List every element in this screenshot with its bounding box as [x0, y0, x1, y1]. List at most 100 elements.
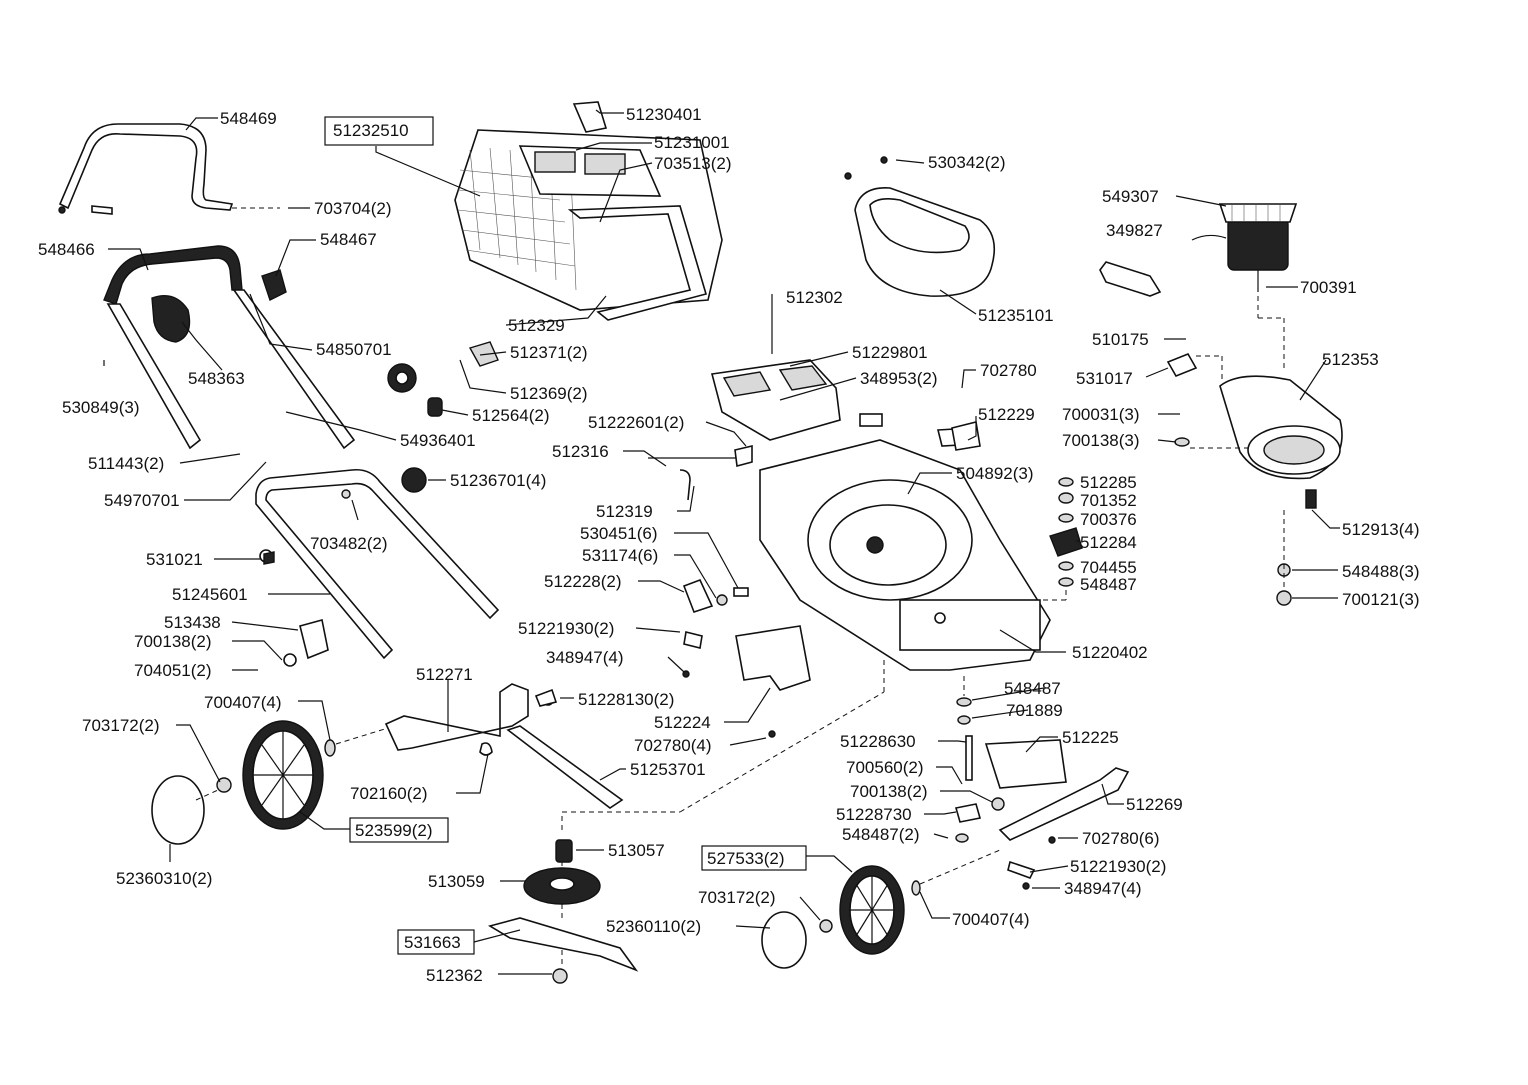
illustration-front-axle: [954, 676, 1130, 890]
illustration-chute: [1166, 296, 1343, 606]
label-52360310: 52360310(2): [116, 869, 212, 888]
label-513059: 513059: [428, 872, 485, 891]
label-349827: 349827: [1106, 221, 1163, 240]
label-703172a: 703172(2): [82, 716, 160, 735]
label-700560: 700560(2): [846, 758, 924, 777]
label-512271: 512271: [416, 665, 473, 684]
label-700031: 700031(3): [1062, 405, 1140, 424]
part-labels: 548469 51232510 51230401 51231001 703513…: [38, 105, 1420, 985]
label-512225: 512225: [1062, 728, 1119, 747]
label-701352: 701352: [1080, 491, 1137, 510]
label-51228630: 51228630: [840, 732, 916, 751]
label-51235101: 51235101: [978, 306, 1054, 325]
label-513438: 513438: [164, 613, 221, 632]
label-51228130: 51228130(2): [578, 690, 674, 709]
box-527533: [701, 845, 807, 871]
label-548363: 548363: [188, 369, 245, 388]
label-548467: 548467: [320, 230, 377, 249]
label-512564: 512564(2): [472, 406, 550, 425]
label-54936401: 54936401: [400, 431, 476, 450]
label-548487a: 548487: [1080, 575, 1137, 594]
label-527533: 527533(2): [707, 849, 785, 868]
illustration-top-handle: [58, 123, 280, 215]
illustration-rear-wheel: [151, 720, 389, 845]
label-51231001: 51231001: [654, 133, 730, 152]
illustration-motor-cover: [844, 156, 996, 297]
label-51222601: 51222601(2): [588, 413, 684, 432]
label-700376: 700376: [1080, 510, 1137, 529]
label-703513: 703513(2): [654, 154, 732, 173]
label-512285: 512285: [1080, 473, 1137, 492]
label-530849: 530849(3): [62, 398, 140, 417]
label-548487c: 548487(2): [842, 825, 920, 844]
label-700407a: 700407(4): [204, 693, 282, 712]
label-548466: 548466: [38, 240, 95, 259]
label-51220402: 51220402: [1072, 643, 1148, 662]
label-531663: 531663: [404, 933, 461, 952]
label-348953: 348953(2): [860, 369, 938, 388]
label-702780b: 702780(4): [634, 736, 712, 755]
label-548487b: 548487: [1004, 679, 1061, 698]
box-523599: [349, 817, 449, 843]
illustration-rear-axle: [384, 683, 624, 809]
label-512329: 512329: [508, 316, 565, 335]
label-512224: 512224: [654, 713, 711, 732]
label-51232510: 51232510: [333, 121, 409, 140]
label-702780a: 702780: [980, 361, 1037, 380]
label-700407b: 700407(4): [952, 910, 1030, 929]
label-531174: 531174(6): [582, 546, 658, 565]
label-702160: 702160(2): [350, 784, 428, 803]
label-530342: 530342(2): [928, 153, 1006, 172]
illustration-switch-box: [648, 359, 883, 501]
box-51232510: [324, 116, 434, 146]
label-512353: 512353: [1322, 350, 1379, 369]
illustration-washers-stack: [940, 437, 1250, 601]
illustration-front-wheel: [761, 849, 1001, 969]
label-703704: 703704(2): [314, 199, 392, 218]
label-54850701: 54850701: [316, 340, 392, 359]
label-51221930b: 51221930(2): [1070, 857, 1166, 876]
label-700138c: 700138(2): [850, 782, 928, 801]
label-512319: 512319: [596, 502, 653, 521]
label-512362: 512362: [426, 966, 483, 985]
label-512913: 512913(4): [1342, 520, 1420, 539]
label-523599: 523599(2): [355, 821, 433, 840]
label-531021: 531021: [146, 550, 203, 569]
label-703482: 703482(2): [310, 534, 388, 553]
label-512269: 512269: [1126, 795, 1183, 814]
label-512228: 512228(2): [544, 572, 622, 591]
label-704051: 704051(2): [134, 661, 212, 680]
label-51253701: 51253701: [630, 760, 706, 779]
label-530451: 530451(6): [580, 524, 658, 543]
label-548488: 548488(3): [1342, 562, 1420, 581]
label-702780c: 702780(6): [1082, 829, 1160, 848]
illustration-motor: [1099, 203, 1298, 297]
label-51228730: 51228730: [836, 805, 912, 824]
label-512371: 512371(2): [510, 343, 588, 362]
label-548469: 548469: [220, 109, 277, 128]
label-504892: 504892(3): [956, 464, 1034, 483]
illustration-grass-box: [454, 101, 723, 321]
label-51221930a: 51221930(2): [518, 619, 614, 638]
illustration-handle-lower: [255, 468, 500, 667]
label-52360110: 52360110(2): [606, 917, 701, 936]
label-512369: 512369(2): [510, 384, 588, 403]
label-54970701: 54970701: [104, 491, 180, 510]
label-348947a: 348947(4): [546, 648, 624, 667]
label-531017: 531017: [1076, 369, 1133, 388]
label-51245601: 51245601: [172, 585, 248, 604]
box-531663: [397, 929, 475, 955]
label-703172b: 703172(2): [698, 888, 776, 907]
label-512302: 512302: [786, 288, 843, 307]
leader-lines: [103, 109, 1340, 975]
label-700121: 700121(3): [1342, 590, 1420, 609]
label-511443: 511443(2): [88, 454, 164, 473]
label-700138a: 700138(3): [1062, 431, 1140, 450]
label-704455: 704455: [1080, 558, 1137, 577]
label-51230401: 51230401: [626, 105, 702, 124]
label-700391: 700391: [1300, 278, 1357, 297]
label-348947b: 348947(4): [1064, 879, 1142, 898]
label-512316: 512316: [552, 442, 609, 461]
label-701889: 701889: [1006, 701, 1063, 720]
